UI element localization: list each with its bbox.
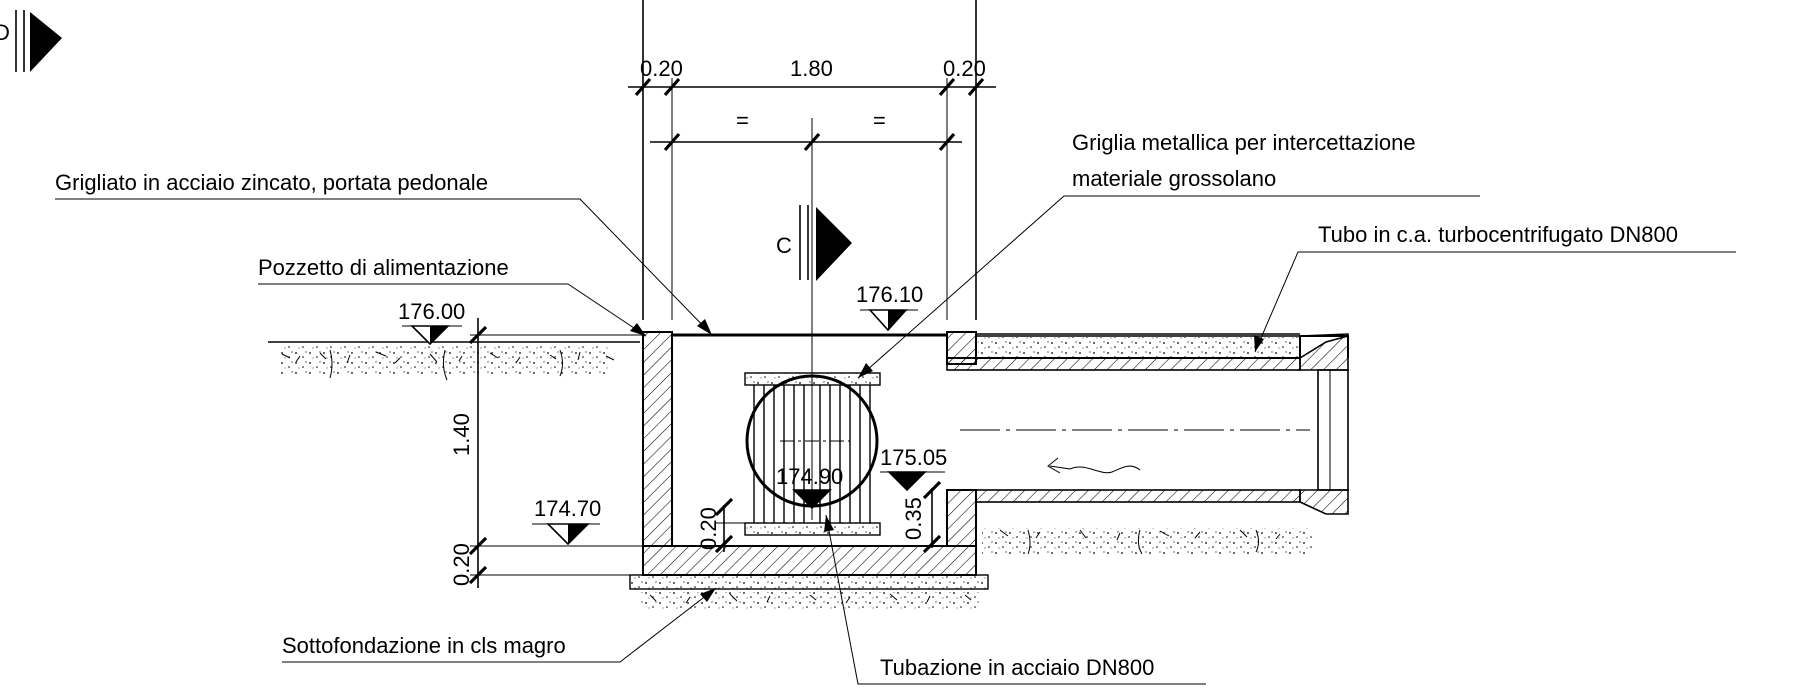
top-extension-lines (642, 0, 977, 520)
label-sottofondazione-text: Sottofondazione in cls magro (282, 633, 566, 658)
dim-slab: 0.20 (449, 543, 474, 586)
elev-ground-left-value: 176.00 (398, 299, 465, 324)
dim-pipe-offset: 0.35 (901, 497, 926, 540)
dimension-top-chain: 0.20 1.80 0.20 (628, 56, 996, 97)
elevation-invert-ca: 175.05 (880, 445, 947, 492)
dimension-left-chain: 1.40 0.20 (449, 318, 643, 588)
elev-floor-value: 174.70 (534, 496, 601, 521)
label-tubazione: Tubazione in acciaio DN800 (824, 514, 1206, 685)
section-marker-c-letter: C (776, 233, 792, 258)
elevation-marker-icon (887, 471, 927, 492)
label-griglia-line2: materiale grossolano (1072, 166, 1276, 191)
section-marker-d-letter: D (0, 20, 10, 45)
dim-equal-left: = (736, 108, 749, 133)
section-arrow-c-icon (816, 207, 852, 281)
elev-invert-ca-value: 175.05 (880, 445, 947, 470)
label-pozzetto: Pozzetto di alimentazione (258, 255, 647, 337)
label-griglia: Griglia metallica per intercettazione ma… (857, 130, 1480, 379)
dim-depth: 1.40 (449, 413, 474, 456)
chamber-walls (642, 331, 977, 576)
dim-top-right-wall: 0.20 (943, 56, 986, 81)
section-marker-d: D (0, 10, 62, 72)
label-tubo-ca: Tubo in c.a. turbocentrifugato DN800 (1254, 222, 1736, 353)
ground-left (268, 341, 640, 381)
dim-equal-right: = (873, 108, 886, 133)
label-tubazione-text: Tubazione in acciaio DN800 (880, 655, 1154, 680)
elevation-invert-steel: 174.90 (776, 464, 843, 510)
dim-top-left-wall: 0.20 (640, 56, 683, 81)
section-arrow-d-icon (30, 12, 62, 72)
dimension-equal-split: = = (650, 108, 962, 152)
label-grigliato: Grigliato in acciaio zincato, portata pe… (55, 170, 713, 336)
elevation-ground-left: 176.00 (398, 299, 465, 346)
label-tubo-ca-text: Tubo in c.a. turbocentrifugato DN800 (1318, 222, 1678, 247)
dim-top-inner: 1.80 (790, 56, 833, 81)
label-griglia-line1: Griglia metallica per intercettazione (1072, 130, 1416, 155)
dim-grid-base: 0.20 (696, 507, 721, 550)
sub-foundation (629, 574, 989, 610)
elevation-floor: 174.70 (532, 496, 601, 546)
concrete-pipe-ca (946, 333, 1349, 515)
metal-screen-grid (744, 372, 881, 536)
dimension-pipe-offset: 0.35 (901, 480, 942, 554)
elevation-marker-icon (792, 489, 832, 510)
elev-top-right-value: 176.10 (856, 282, 923, 307)
elev-invert-steel-value: 174.90 (776, 464, 843, 489)
label-sottofondazione: Sottofondazione in cls magro (282, 587, 717, 663)
label-grigliato-text: Grigliato in acciaio zincato, portata pe… (55, 170, 488, 195)
dimension-grid-base: 0.20 (696, 497, 745, 554)
elevation-top-right: 176.10 (856, 282, 923, 332)
section-marker-c: C (776, 205, 852, 281)
label-pozzetto-text: Pozzetto di alimentazione (258, 255, 509, 280)
ground-right (982, 528, 1312, 555)
